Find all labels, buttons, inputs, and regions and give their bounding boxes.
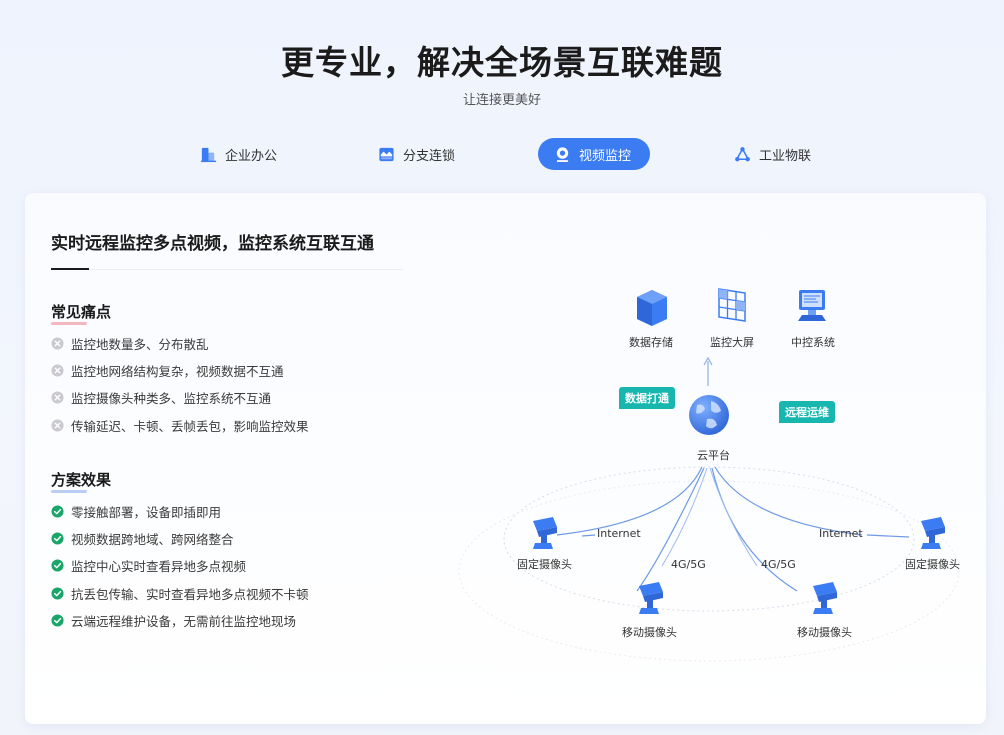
solution-effects-list: 零接触部署，设备即插即用 视频数据跨地域、跨网络整合 监控中心实时查看异地多点视… (51, 498, 309, 634)
list-item: 云端远程维护设备，无需前往监控地现场 (51, 607, 309, 634)
list-item: 抗丢包传输、实时查看异地多点视频不卡顿 (51, 580, 309, 607)
globe-icon (689, 395, 729, 435)
check-circle-icon (51, 559, 64, 573)
list-item: 零接触部署，设备即插即用 (51, 498, 309, 525)
x-circle-icon (51, 337, 64, 350)
edge-label-internet-left: Internet (597, 527, 641, 540)
scenario-card: 实时远程监控多点视频，监控系统互联互通 常见痛点 监控地数量多、分布散乱 监控地… (25, 193, 986, 724)
building-icon (200, 147, 217, 162)
solution-effects-title: 方案效果 (51, 469, 111, 493)
tab-video-surveillance[interactable]: 视频监控 (538, 138, 650, 170)
storage-icon (637, 290, 667, 326)
edge-label-internet-right: Internet (819, 527, 863, 540)
tag-remote-ops: 远程运维 (779, 401, 835, 423)
pain-points-title: 常见痛点 (51, 301, 111, 325)
hero-title: 更专业，解决全场景互联难题 (281, 43, 723, 82)
camera-icon (556, 146, 569, 162)
list-item: 监控中心实时查看异地多点视频 (51, 552, 309, 579)
list-item: 监控地网络结构复杂，视频数据不互通 (51, 357, 309, 384)
tab-industrial-iot[interactable]: 工业物联 (718, 138, 827, 170)
tab-label: 工业物联 (759, 148, 812, 164)
node-label-mobile-camera-right: 移动摄像头 (797, 626, 852, 639)
node-label-fixed-camera-left: 固定摄像头 (517, 558, 572, 571)
check-circle-icon (51, 505, 64, 518)
check-circle-icon (51, 587, 64, 600)
control-system-icon (798, 290, 826, 321)
tab-branch-chain[interactable]: 分支连锁 (362, 138, 471, 170)
title-divider (51, 269, 403, 270)
edge-label-4g5g-left: 4G/5G (671, 558, 706, 571)
card-title: 实时远程监控多点视频，监控系统互联互通 (51, 234, 374, 254)
node-label-storage: 数据存储 (629, 336, 673, 349)
tab-label: 视频监控 (579, 148, 632, 164)
scenario-tabs: 企业办公 分支连锁 视频监控 工业物联 (0, 138, 1004, 172)
effect-underline (51, 490, 87, 493)
node-label-fixed-camera-right: 固定摄像头 (905, 558, 960, 571)
tag-data-integration: 数据打通 (619, 387, 675, 409)
edge-label-4g5g-right: 4G/5G (761, 558, 796, 571)
list-item: 监控地数量多、分布散乱 (51, 330, 309, 357)
network-diagram: 数据存储 监控大屏 中控系统 数据打通 远程运维 (457, 271, 982, 671)
list-item: 传输延迟、卡顿、丢帧丢包，影响监控效果 (51, 412, 309, 439)
pain-points-list: 监控地数量多、分布散乱 监控地网络结构复杂，视频数据不互通 监控摄像头种类多、监… (51, 330, 309, 439)
mobile-camera-icon (813, 582, 837, 614)
node-label-cloud: 云平台 (697, 449, 730, 462)
check-circle-icon (51, 532, 64, 545)
list-item: 视频数据跨地域、跨网络整合 (51, 525, 309, 552)
network-icon (735, 146, 750, 161)
title-accent-bar (51, 268, 89, 270)
hero-subtitle: 让连接更美好 (462, 93, 541, 108)
tab-label: 企业办公 (225, 148, 278, 164)
node-label-video-wall: 监控大屏 (710, 336, 754, 349)
node-label-mobile-camera-left: 移动摄像头 (622, 626, 677, 639)
node-label-control-system: 中控系统 (791, 336, 835, 349)
store-icon (379, 147, 394, 161)
list-item: 监控摄像头种类多、监控系统不互通 (51, 384, 309, 411)
video-wall-icon (718, 288, 746, 322)
x-circle-icon (51, 391, 64, 405)
pain-underline (51, 322, 87, 325)
tab-label: 分支连锁 (403, 148, 456, 164)
tab-enterprise-office[interactable]: 企业办公 (184, 138, 293, 170)
check-circle-icon (51, 614, 64, 627)
fixed-camera-icon (533, 517, 557, 549)
mobile-camera-icon (639, 582, 663, 614)
diagram-links (458, 356, 960, 662)
x-circle-icon (51, 364, 64, 377)
fixed-camera-icon (921, 517, 945, 549)
x-circle-icon (51, 419, 64, 432)
